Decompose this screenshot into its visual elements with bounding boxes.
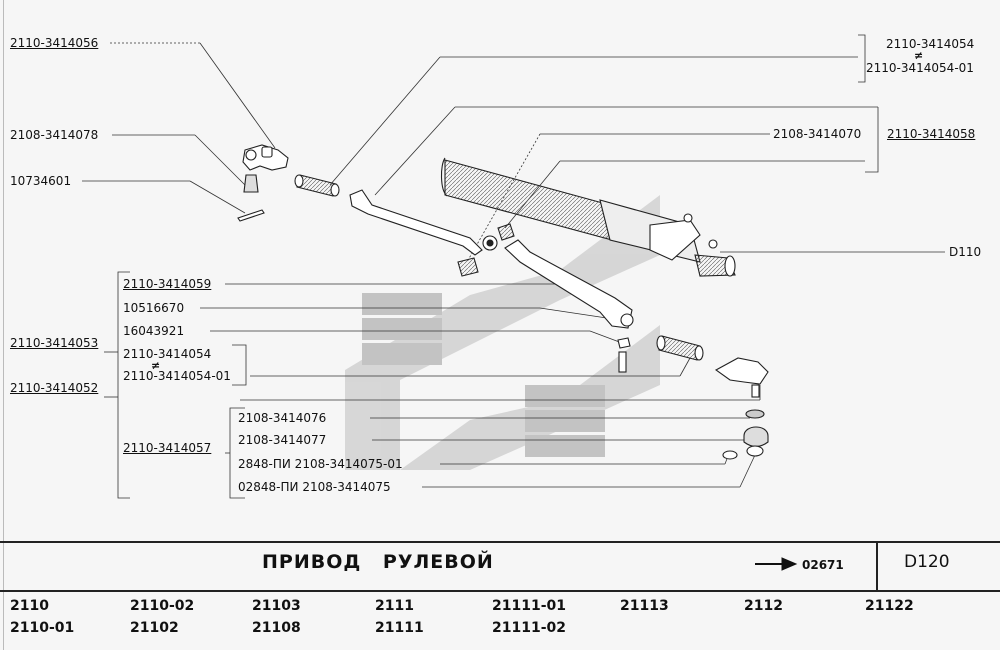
- part-label: D110: [949, 245, 982, 259]
- part-label: 2110-3414059: [123, 277, 212, 291]
- model-label: 2110-02: [130, 598, 195, 614]
- part-label: 2110-3414054: [886, 37, 975, 51]
- model-label: 21111-02: [492, 620, 566, 636]
- model-label: 2111: [375, 598, 414, 614]
- part-label: 2848-ПИ 2108-3414075-01: [238, 457, 403, 471]
- scan-edge: [3, 0, 4, 650]
- tie-rod-left: [349, 189, 483, 256]
- model-label: 21103: [252, 598, 301, 614]
- not-equal-symbol: ≠: [914, 49, 924, 62]
- part-label: 2110-3414052: [10, 381, 99, 395]
- model-label: 21102: [130, 620, 179, 636]
- footer-column-divider: [876, 541, 878, 592]
- tie-rod-end-lower: [714, 357, 769, 398]
- tie-rod-end-upper: [237, 144, 289, 222]
- page-code: D120: [904, 552, 950, 572]
- cross-reference: 02671: [802, 558, 844, 572]
- leader-lines: [82, 34, 945, 499]
- model-label: 2110-01: [10, 620, 75, 636]
- part-label: 2110-3414053: [10, 336, 99, 350]
- watermark-logo: [345, 195, 660, 470]
- not-equal-symbol: ≠: [151, 359, 161, 372]
- small-parts: [722, 409, 769, 460]
- model-label: 21113: [620, 598, 669, 614]
- model-label: 21111-01: [492, 598, 566, 614]
- part-label: 2108-3414076: [238, 411, 327, 425]
- bushings: [457, 223, 515, 277]
- part-label: 02848-ПИ 2108-3414075: [238, 480, 391, 494]
- adjusting-sleeve-lower: [656, 335, 704, 361]
- part-label: 2110-3414054: [123, 347, 212, 361]
- bolt: [617, 337, 631, 373]
- part-label: 2110-3414054-01: [866, 61, 974, 75]
- part-label: 2110-3414054-01: [123, 369, 231, 383]
- part-label: 2110-3414058: [887, 127, 976, 141]
- part-label: 2108-3414070: [773, 127, 862, 141]
- part-label: 10516670: [123, 301, 185, 315]
- part-label: 2110-3414056: [10, 36, 99, 50]
- footer-divider: [0, 590, 1000, 592]
- arrow-icon: [755, 557, 798, 571]
- parts: [237, 144, 769, 460]
- part-label: 2108-3414078: [10, 128, 99, 142]
- page-title: ПРИВОД РУЛЕВОЙ: [262, 551, 494, 573]
- model-label: 21122: [865, 598, 914, 614]
- model-label: 21111: [375, 620, 424, 636]
- steering-rack: [440, 157, 736, 277]
- tie-rod-right: [504, 239, 634, 329]
- model-label: 2112: [744, 598, 783, 614]
- model-label: 2110: [10, 598, 49, 614]
- model-label: 21108: [252, 620, 301, 636]
- part-label: 10734601: [10, 174, 72, 188]
- adjusting-sleeve-upper: [294, 174, 340, 197]
- part-label: 2110-3414057: [123, 441, 212, 455]
- part-label: 16043921: [123, 324, 185, 338]
- footer-divider: [0, 541, 1000, 543]
- part-label: 2108-3414077: [238, 433, 327, 447]
